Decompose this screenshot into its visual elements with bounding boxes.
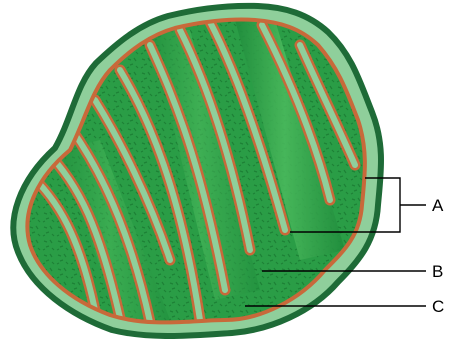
label-c: C [432, 297, 444, 316]
label-b: B [432, 262, 443, 281]
label-a: A [432, 196, 444, 215]
